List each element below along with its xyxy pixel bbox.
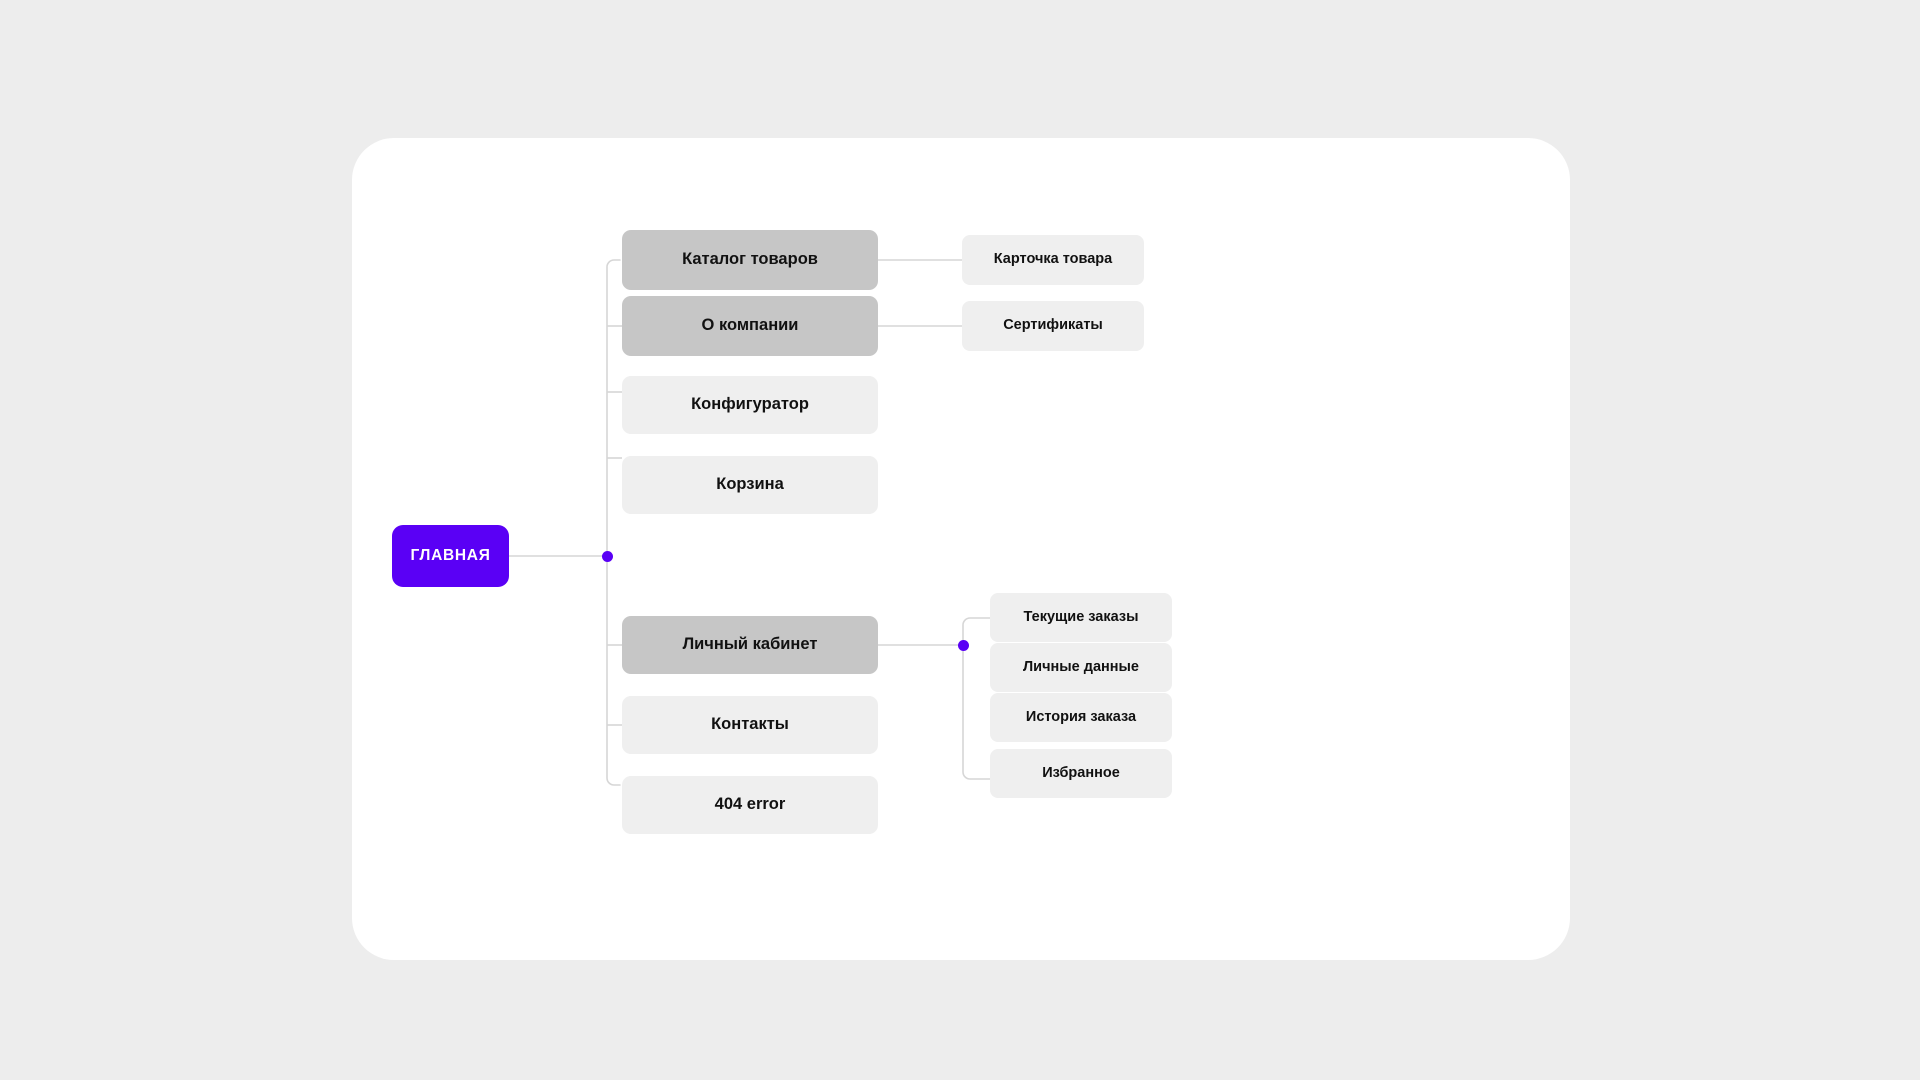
node-favorites[interactable]: Избранное	[990, 749, 1172, 798]
node-catalog[interactable]: Каталог товаров	[622, 230, 878, 290]
node-certificates[interactable]: Сертификаты	[962, 301, 1144, 351]
node-contacts[interactable]: Контакты	[622, 696, 878, 754]
node-personal-data[interactable]: Личные данные	[990, 643, 1172, 692]
node-order-history[interactable]: История заказа	[990, 693, 1172, 742]
node-personal-account[interactable]: Личный кабинет	[622, 616, 878, 674]
root-connector-dot	[602, 551, 613, 562]
node-cart[interactable]: Корзина	[622, 456, 878, 514]
node-404-error[interactable]: 404 error	[622, 776, 878, 834]
connector-lines	[509, 259, 991, 786]
node-configurator[interactable]: Конфигуратор	[622, 376, 878, 434]
diagram-card: ГЛАВНАЯ Каталог товаров О компании Конфи…	[352, 138, 1570, 960]
account-connector-dot	[958, 640, 969, 651]
node-product-card[interactable]: Карточка товара	[962, 235, 1144, 285]
node-current-orders[interactable]: Текущие заказы	[990, 593, 1172, 642]
node-about-company[interactable]: О компании	[622, 296, 878, 356]
node-root-home[interactable]: ГЛАВНАЯ	[392, 525, 509, 587]
